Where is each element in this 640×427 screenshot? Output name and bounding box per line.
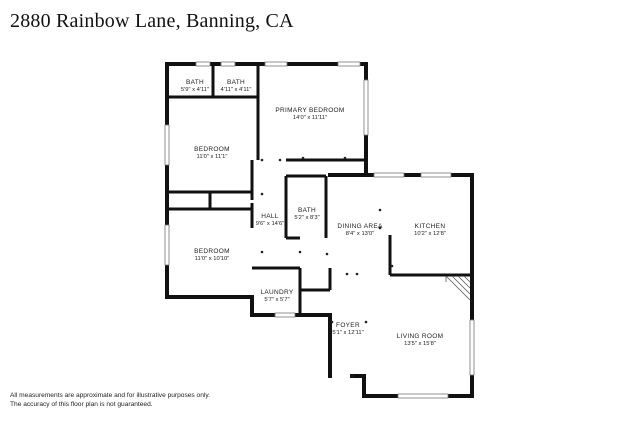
room-name: PRIMARY BEDROOM bbox=[275, 107, 345, 114]
room-label-dining-area: DINING AREA 8'4" x 13'0" bbox=[337, 223, 382, 237]
room-dims: 9'6" x 14'6" bbox=[255, 221, 285, 227]
room-label-hall: HALL 9'6" x 14'6" bbox=[256, 213, 285, 227]
room-name: HALL bbox=[261, 213, 279, 220]
stairs bbox=[445, 275, 471, 301]
room-label-bath1: BATH 5'9" x 4'11" bbox=[181, 79, 209, 93]
room-dims: 4'11" x 4'11" bbox=[220, 87, 252, 93]
room-name: BATH bbox=[297, 207, 317, 214]
room-name: DINING AREA bbox=[337, 223, 383, 230]
room-label-bath3: BATH 5'2" x 8'3" bbox=[294, 207, 319, 221]
disclaimer-line: All measurements are approximate and for… bbox=[10, 392, 210, 399]
page-title: 2880 Rainbow Lane, Banning, CA bbox=[10, 10, 294, 32]
room-label-foyer: FOYER 5'1" x 12'11" bbox=[332, 322, 363, 336]
room-name: KITCHEN bbox=[414, 223, 446, 230]
room-dims: 11'0" x 10'10" bbox=[194, 256, 230, 262]
room-dims: 5'2" x 8'3" bbox=[294, 215, 320, 221]
room-label-laundry: LAUNDRY 5'7" x 5'7" bbox=[260, 289, 293, 303]
room-label-bath2: BATH 4'11" x 4'11" bbox=[221, 79, 252, 93]
disclaimer: All measurements are approximate and for… bbox=[10, 392, 210, 409]
interior-walls bbox=[167, 64, 472, 315]
room-name: BATH bbox=[185, 79, 205, 86]
room-label-primary-bedroom: PRIMARY BEDROOM 14'0" x 11'11" bbox=[275, 107, 344, 121]
room-name: BEDROOM bbox=[194, 146, 230, 153]
room-dims: 5'1" x 12'11" bbox=[332, 330, 364, 336]
room-dims: 13'5" x 15'8" bbox=[404, 341, 436, 347]
room-label-bedroom2: BEDROOM 11'0" x 10'10" bbox=[194, 248, 230, 262]
disclaimer-line: The accuracy of this floor plan is not g… bbox=[10, 400, 153, 408]
room-dims: 8'4" x 13'0" bbox=[345, 231, 375, 237]
room-label-living-room: LIVING ROOM 13'5" x 15'8" bbox=[397, 333, 444, 347]
room-dims: 10'2" x 12'8" bbox=[414, 231, 446, 237]
room-label-kitchen: KITCHEN 10'2" x 12'8" bbox=[414, 223, 446, 237]
room-dims: 14'0" x 11'11" bbox=[292, 115, 328, 121]
fixture-dots bbox=[260, 156, 394, 378]
room-name: LAUNDRY bbox=[260, 289, 294, 296]
room-dims: 11'0" x 11'1" bbox=[196, 154, 228, 160]
room-dims: 5'9" x 4'11" bbox=[180, 87, 210, 93]
room-name: LIVING ROOM bbox=[396, 333, 444, 340]
room-name: BATH bbox=[226, 79, 246, 86]
room-label-bedroom1: BEDROOM 11'0" x 11'1" bbox=[194, 146, 230, 160]
room-name: FOYER bbox=[336, 322, 360, 329]
windows bbox=[164, 61, 475, 399]
room-dims: 5'7" x 5'7" bbox=[264, 297, 290, 303]
room-name: BEDROOM bbox=[194, 248, 230, 255]
